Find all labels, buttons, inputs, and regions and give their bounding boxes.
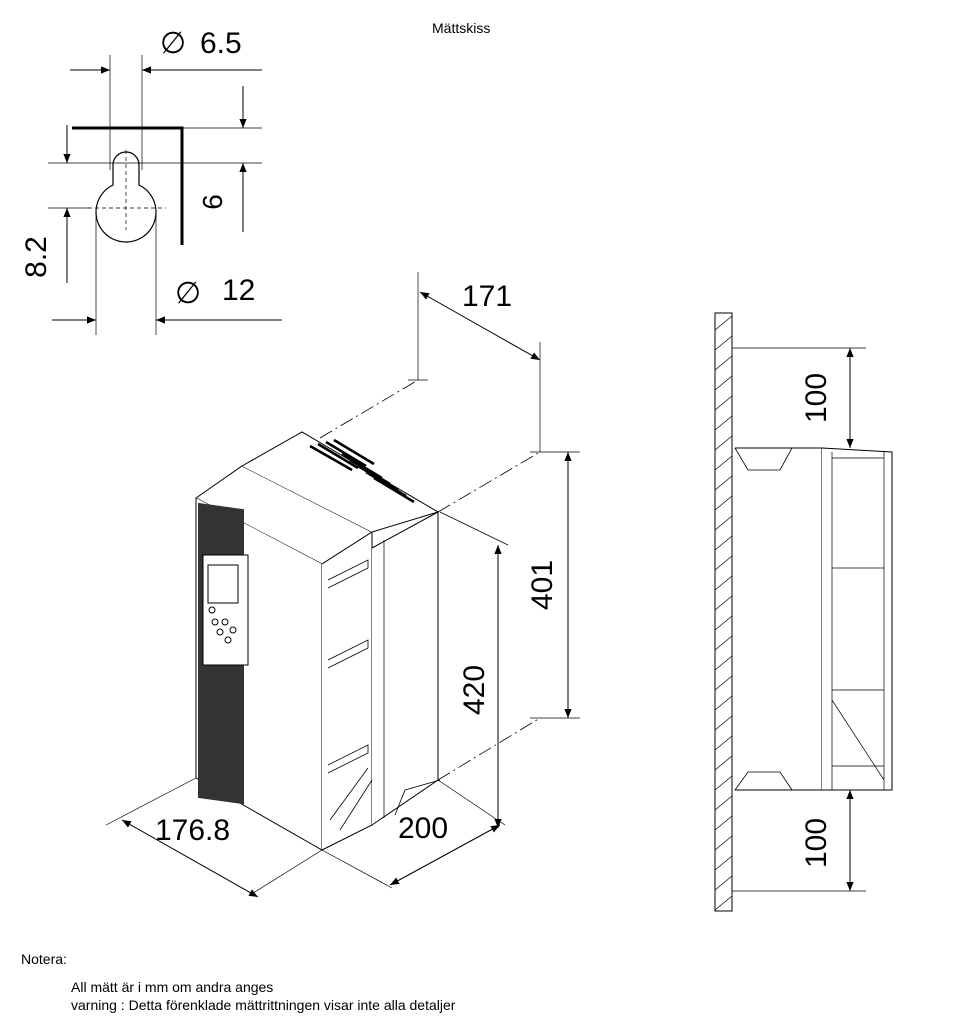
dim-height-total: 420 <box>458 665 491 715</box>
dim-width: 176.8 <box>155 814 230 847</box>
dim-depth-top: 171 <box>462 280 512 313</box>
dim-height: 8.2 <box>20 236 53 278</box>
dim-depth: 200 <box>398 812 448 845</box>
dimension-labels: ∅ 6.5 6 8.2 ∅ 12 171 401 420 176.8 200 1… <box>20 27 833 868</box>
diameter-symbol-large: ∅ <box>175 277 201 310</box>
dim-clearance-top: 100 <box>800 373 833 423</box>
dim-offset: 6 <box>197 194 228 210</box>
notes-block: Notera: All mätt är i mm om andra anges … <box>21 950 455 1014</box>
diameter-symbol-small: ∅ <box>160 27 186 60</box>
side-view-clearance <box>714 312 893 912</box>
dim-clearance-bottom: 100 <box>800 818 833 868</box>
notes-line-warning: varning : Detta förenklade mättrittninge… <box>71 997 456 1013</box>
dim-hole-diameter: 6.5 <box>200 27 242 60</box>
keyhole-detail <box>48 55 282 335</box>
notes-header: Notera: <box>21 951 67 967</box>
dim-height-inner: 401 <box>526 560 559 610</box>
isometric-drive-view <box>105 272 580 898</box>
dim-head-diameter: 12 <box>222 274 255 307</box>
notes-line-units: All mätt är i mm om andra anges <box>71 979 274 995</box>
drawing-title: Mättskiss <box>432 20 491 36</box>
